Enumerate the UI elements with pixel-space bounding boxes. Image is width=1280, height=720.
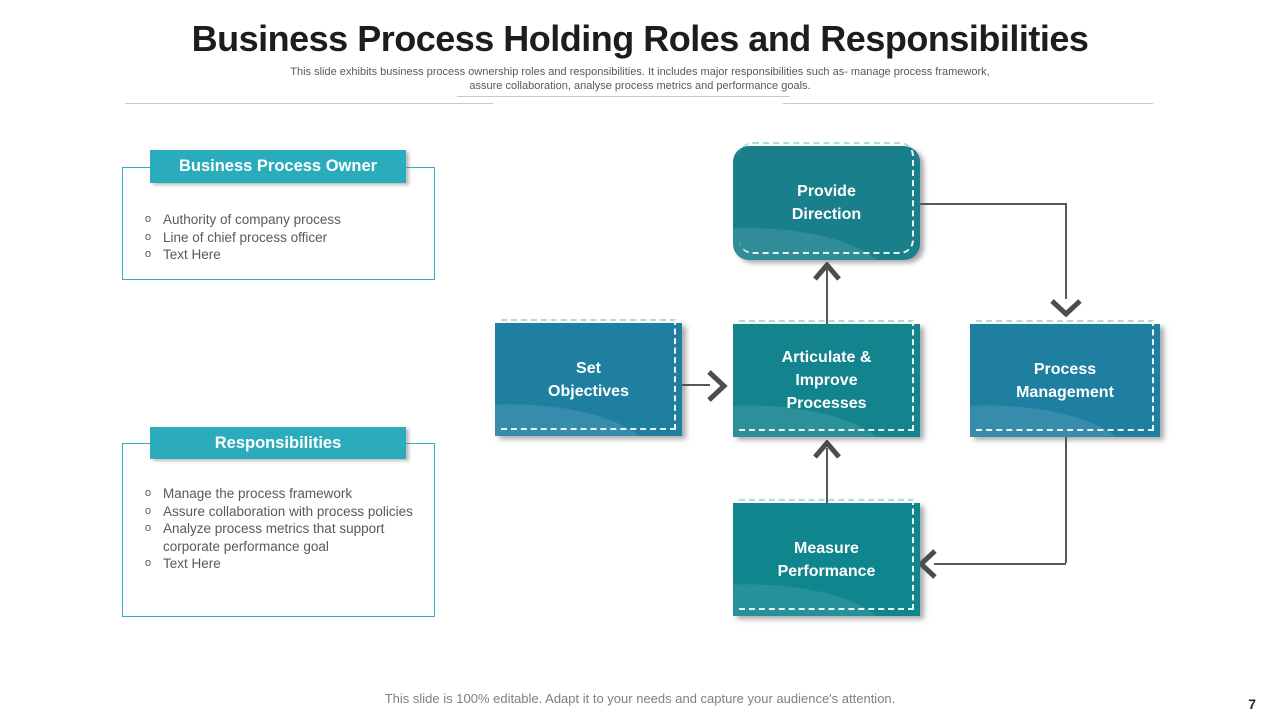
bullet-list-owner: o Authority of company process o Line of… xyxy=(145,211,427,264)
page-title: Business Process Holding Roles and Respo… xyxy=(191,18,1089,59)
flow-node-label: Provide Direction xyxy=(791,183,862,223)
connector-line-set-to-articulate xyxy=(682,384,710,386)
list-item: o Manage the process framework xyxy=(145,485,427,503)
bullet-text: Line of chief process officer xyxy=(163,229,328,245)
arrow-up-icon xyxy=(813,262,841,281)
divider-line-left xyxy=(125,103,493,104)
bullet-marker: o xyxy=(145,230,152,243)
arrow-up-icon xyxy=(813,440,841,459)
panel-business-process-owner xyxy=(122,167,435,280)
flow-node-label: Articulate & Improve Processes xyxy=(781,349,872,412)
arrow-left-icon xyxy=(917,549,937,579)
bullet-marker: o xyxy=(145,487,152,499)
flow-node-process-management: Process Management xyxy=(970,320,1160,437)
bullet-marker: o xyxy=(145,504,152,517)
flow-node-articulate-improve-processes: Articulate & Improve Processes xyxy=(733,320,920,437)
list-item: o Assure collaboration with process poli… xyxy=(145,503,427,521)
bullet-text: Assure collaboration with process polici… xyxy=(163,503,413,519)
flow-node-label: Measure Performance xyxy=(777,539,876,580)
list-item: o Text Here xyxy=(145,555,427,573)
list-item: o Text Here xyxy=(145,246,427,264)
bullet-list-responsibilities: o Manage the process framework o Assure … xyxy=(145,485,427,573)
arrow-right-icon xyxy=(707,370,728,402)
footer-note: This slide is 100% editable. Adapt it to… xyxy=(384,691,896,706)
page-number: 7 xyxy=(1248,696,1256,712)
bullet-text: Text Here xyxy=(163,556,221,571)
list-item: o Authority of company process xyxy=(145,211,427,229)
flow-node-label: Set Objectives xyxy=(548,359,629,400)
flow-node-set-objectives: Set Objectives xyxy=(495,319,682,436)
connector-line-process-to-measure-h xyxy=(934,563,1066,565)
list-item: o Line of chief process officer xyxy=(145,229,427,247)
panel-header-business-process-owner: Business Process Owner xyxy=(150,150,406,183)
flow-node-measure-performance: Measure Performance xyxy=(733,499,920,616)
panel-header-label: Responsibilities xyxy=(214,433,342,452)
bullet-marker: o xyxy=(145,213,152,225)
bullet-text: Analyze process metrics that support cor… xyxy=(163,521,385,554)
connector-line-provide-to-process-h xyxy=(920,203,1066,205)
list-item: o Analyze process metrics that support c… xyxy=(145,520,427,555)
slide-subtitle: This slide exhibits business process own… xyxy=(290,66,990,92)
bullet-text: Manage the process framework xyxy=(163,486,353,501)
divider-line-center xyxy=(457,96,790,97)
bullet-text: Text Here xyxy=(163,247,221,262)
panel-header-responsibilities: Responsibilities xyxy=(150,427,406,459)
arrow-down-icon xyxy=(1050,299,1082,318)
panel-header-label: Business Process Owner xyxy=(178,157,378,175)
flow-node-provide-direction: Provide Direction xyxy=(733,142,920,260)
bullet-text: Authority of company process xyxy=(163,212,341,227)
flow-node-label: Process Management xyxy=(1016,360,1114,401)
connector-line-process-to-measure-v xyxy=(1065,437,1067,563)
connector-line-articulate-to-provide xyxy=(826,268,828,324)
connector-line-provide-to-process-v xyxy=(1065,203,1067,299)
panel-responsibilities xyxy=(122,443,435,617)
bullet-marker: o xyxy=(145,557,152,569)
bullet-marker: o xyxy=(145,522,152,534)
bullet-marker: o xyxy=(145,248,152,260)
divider-line-right xyxy=(783,103,1153,104)
connector-line-measure-to-articulate xyxy=(826,448,828,503)
